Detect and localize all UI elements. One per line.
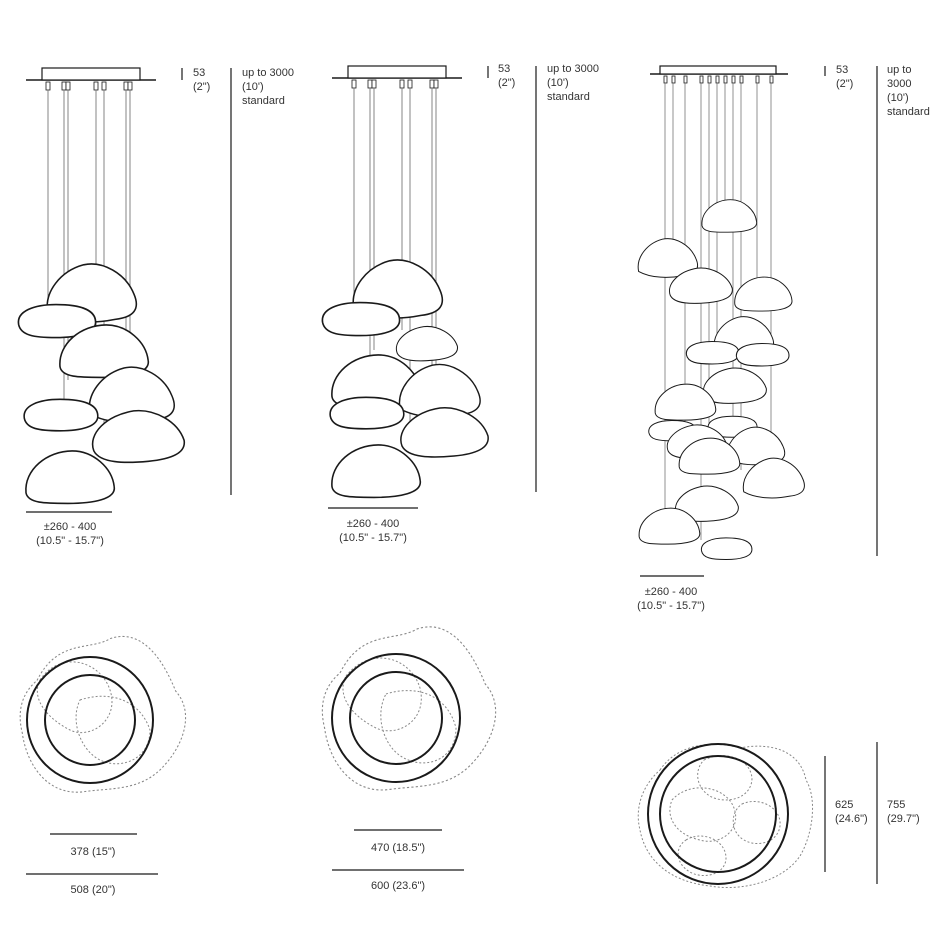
variant-3-outer-diameter: 755 (29.7") [887,799,920,825]
variant-3-plan [637,742,878,889]
variant-1-elevation [17,67,232,513]
variant-2-elevation [321,65,537,509]
variant-3-canopy-height: 53 (2") [836,64,854,90]
variant-3-inner-diameter: 625 (24.6") [835,799,868,825]
variant-2-canopy-height: 53 (2") [498,63,516,89]
variant-1-outer-diameter: 508 (20") [70,884,116,896]
variant-2-plan [321,626,497,871]
variant-1-inner-diameter: 378 (15") [70,846,116,858]
variant-3-drop-length: up to 3000 (10') standard [887,64,930,118]
variant-3-cluster-width: ±260 - 400 (10.5" - 15.7") [637,586,705,612]
variant-3-elevation [637,65,878,577]
variant-1-cluster-width: ±260 - 400 (10.5" - 15.7") [36,521,104,547]
variant-2-drop-length: up to 3000 (10') standard [547,63,599,103]
variant-1-drop-length: up to 3000 (10') standard [242,67,294,107]
variant-1-plan [19,635,187,875]
variant-1-canopy-height: 53 (2") [193,67,211,93]
variant-2-outer-diameter: 600 (23.6") [370,880,426,892]
variant-2-inner-diameter: 470 (18.5") [370,842,426,854]
variant-2-cluster-width: ±260 - 400 (10.5" - 15.7") [339,518,407,544]
